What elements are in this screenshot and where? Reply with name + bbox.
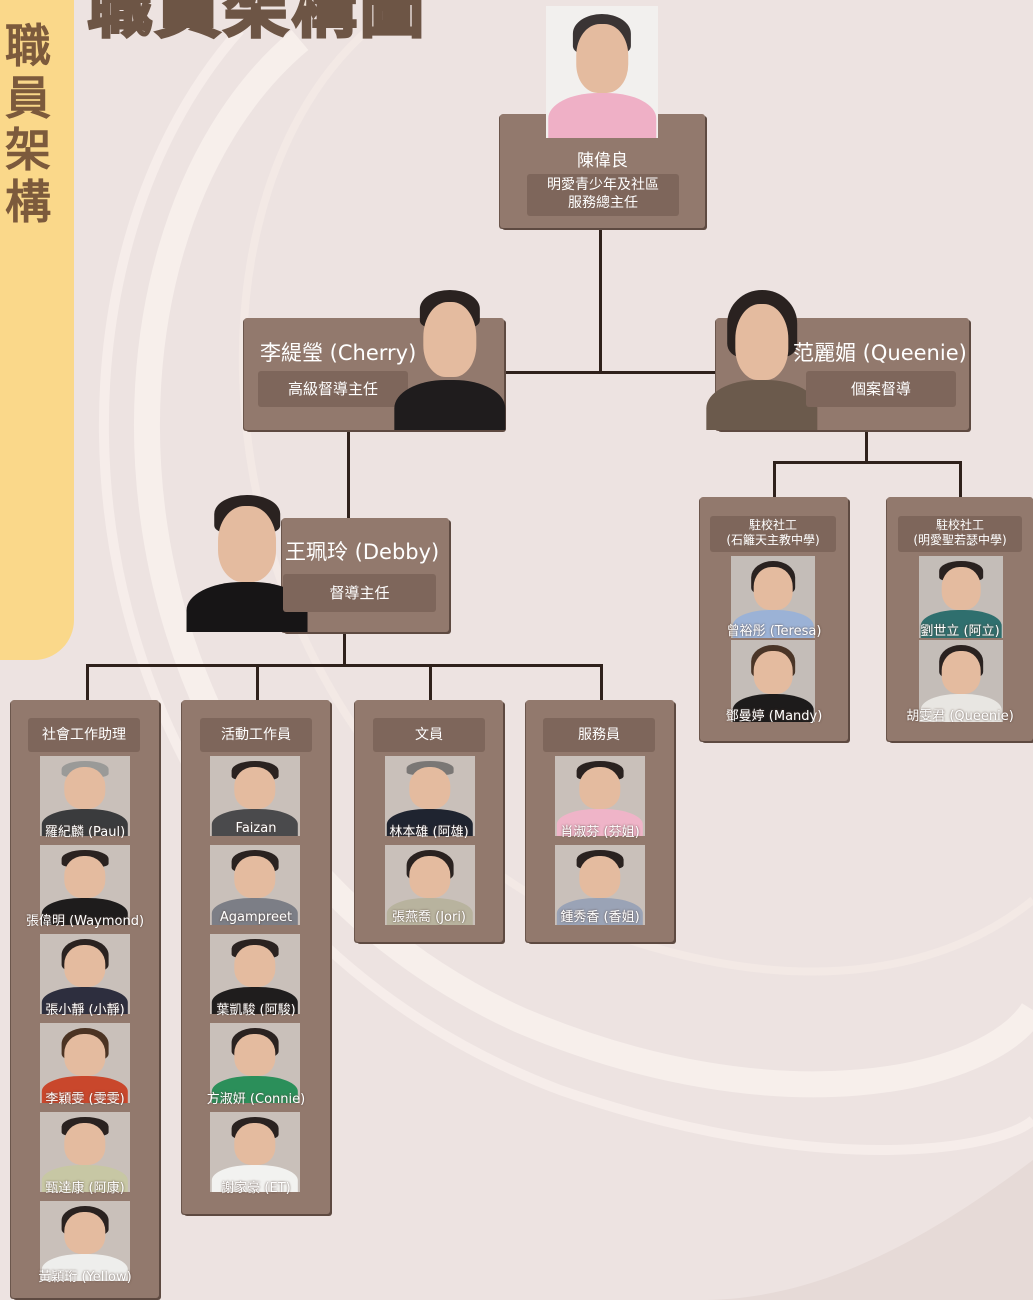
member-name: 謝家豪 (ET) bbox=[221, 1181, 291, 1196]
member-name: 張偉明 (Waymond) bbox=[25, 914, 145, 929]
member-name: Agampreet bbox=[219, 910, 293, 925]
member-name: Faizan bbox=[235, 821, 277, 836]
member-photo bbox=[210, 1023, 300, 1103]
school2-title: 駐校社工 (明愛聖若瑟中學) bbox=[898, 516, 1022, 552]
member-name: 張小靜 (小靜) bbox=[45, 1003, 125, 1018]
connector-line bbox=[599, 228, 602, 373]
member-name: 黃穎珩 (Yellow) bbox=[38, 1270, 132, 1285]
side-tab bbox=[0, 0, 74, 660]
connector-line bbox=[256, 664, 259, 700]
member-photo bbox=[731, 640, 815, 722]
member-photo bbox=[555, 845, 645, 925]
side-title-char: 架 bbox=[5, 123, 51, 177]
member-photo bbox=[40, 756, 130, 836]
member-photo bbox=[210, 756, 300, 836]
director-name: 陳偉良 bbox=[577, 151, 628, 171]
group-title: 文員 bbox=[373, 718, 485, 752]
group-title: 活動工作員 bbox=[200, 718, 312, 752]
member-photo bbox=[40, 1201, 130, 1281]
member-name: 劉世立 (阿立) bbox=[920, 624, 1000, 639]
member-name: 曾裕彤 (Teresa) bbox=[726, 624, 822, 639]
connector-line bbox=[86, 664, 603, 667]
member-photo bbox=[40, 845, 130, 925]
group-title: 服務員 bbox=[543, 718, 655, 752]
connector-line bbox=[773, 461, 776, 497]
member-name: 張燕喬 (Jori) bbox=[391, 910, 467, 925]
member-photo bbox=[210, 1112, 300, 1192]
member-photo bbox=[919, 556, 1003, 638]
director-role-line: 服務總主任 bbox=[568, 195, 638, 211]
school1-title-line: (石籬天主教中學) bbox=[726, 533, 820, 547]
school1-title-line: 駐校社工 bbox=[748, 518, 797, 532]
member-photo bbox=[385, 845, 475, 925]
member-name: 甄達康 (阿康) bbox=[45, 1181, 125, 1196]
connector-line bbox=[959, 461, 962, 497]
connector-line bbox=[600, 664, 603, 700]
cherry-name: 李緹瑩 (Cherry) bbox=[260, 341, 417, 365]
member-photo bbox=[919, 640, 1003, 722]
member-photo bbox=[40, 1112, 130, 1192]
director-photo bbox=[546, 6, 658, 138]
member-name: 鄧曼婷 (Mandy) bbox=[725, 709, 823, 724]
member-photo bbox=[40, 1023, 130, 1103]
director-role: 明愛青少年及社區 服務總主任 bbox=[527, 174, 679, 216]
side-title-char: 員 bbox=[5, 71, 51, 125]
member-name: 鍾秀香 (香姐) bbox=[560, 910, 640, 925]
director-role-line: 明愛青少年及社區 bbox=[547, 177, 659, 193]
connector-line bbox=[343, 632, 346, 666]
queenie-photo bbox=[704, 284, 820, 430]
member-name: 肖淑芬 (芬姐) bbox=[560, 825, 640, 840]
connector-line bbox=[429, 664, 432, 700]
debby-name: 王珮玲 (Debby) bbox=[285, 540, 440, 564]
member-name: 胡雯君 (Queenie) bbox=[906, 709, 1014, 724]
side-title: 職 員 架 構 bbox=[2, 20, 54, 228]
school2-title-line: 駐校社工 bbox=[935, 518, 984, 532]
member-photo bbox=[210, 845, 300, 925]
connector-line bbox=[773, 461, 962, 464]
member-name: 方淑妍 (Connie) bbox=[206, 1092, 306, 1107]
member-name: 林本雄 (阿雄) bbox=[389, 825, 469, 840]
member-photo bbox=[210, 934, 300, 1014]
member-photo bbox=[40, 934, 130, 1014]
side-title-char: 構 bbox=[5, 175, 51, 229]
member-photo bbox=[555, 756, 645, 836]
group-title: 社會工作助理 bbox=[28, 718, 140, 752]
member-name: 李穎雯 (雯雯) bbox=[45, 1092, 125, 1107]
cherry-role: 高級督導主任 bbox=[258, 371, 408, 407]
connector-line bbox=[470, 371, 760, 374]
school1-title: 駐校社工 (石籬天主教中學) bbox=[710, 516, 836, 552]
page-title: 職員架構圖 bbox=[87, 0, 428, 49]
member-photo bbox=[731, 556, 815, 638]
school2-title-line: (明愛聖若瑟中學) bbox=[913, 533, 1007, 547]
member-name: 葉凱駿 (阿駿) bbox=[216, 1003, 296, 1018]
debby-role: 督導主任 bbox=[283, 574, 436, 612]
side-title-char: 職 bbox=[5, 19, 51, 73]
queenie-role: 個案督導 bbox=[806, 371, 956, 407]
member-name: 羅紀麟 (Paul) bbox=[44, 825, 126, 840]
cherry-photo bbox=[392, 284, 508, 430]
queenie-name: 范麗媚 (Queenie) bbox=[793, 341, 967, 365]
connector-line bbox=[347, 430, 350, 520]
connector-line bbox=[865, 430, 868, 463]
connector-line bbox=[86, 664, 89, 700]
member-photo bbox=[385, 756, 475, 836]
